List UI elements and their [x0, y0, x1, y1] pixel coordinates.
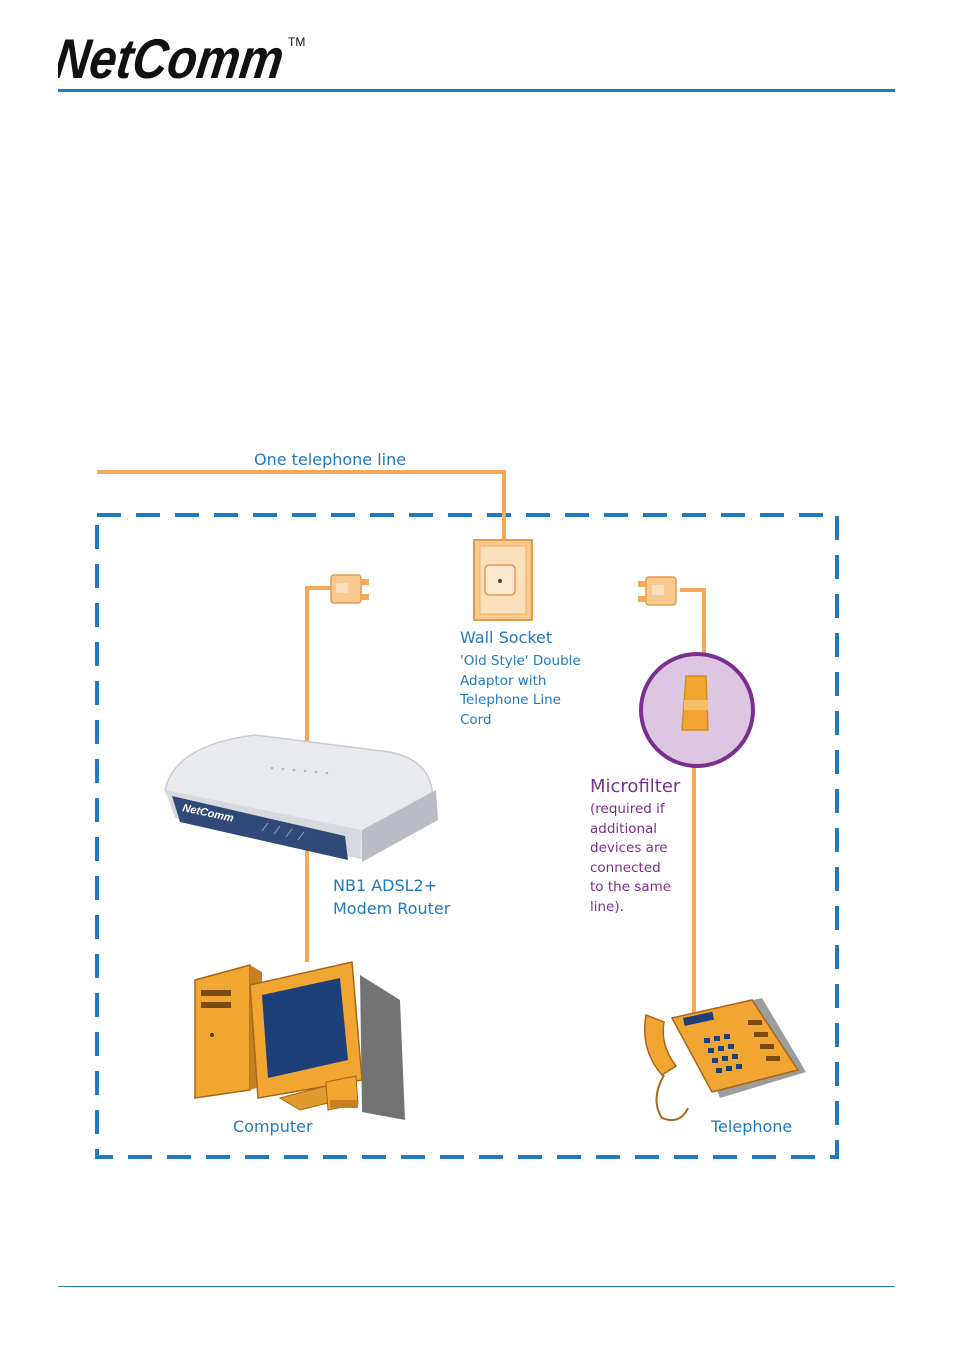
computer-icon — [195, 962, 405, 1120]
microfilter-icon — [641, 654, 753, 766]
wall-socket-note-line: 'Old Style' Double — [460, 652, 600, 672]
wall-socket-note-line: Cord — [460, 711, 600, 731]
modem-router-icon: NetComm — [165, 735, 438, 862]
router-line-cable — [307, 588, 333, 742]
router-label-line: NB1 ADSL2+ — [333, 874, 483, 897]
microfilter-note-line: line). — [590, 898, 700, 918]
computer-label: Computer — [233, 1117, 313, 1136]
wall-socket-note-line: Adaptor with — [460, 672, 600, 692]
phone-plug-icon — [638, 577, 676, 605]
wall-socket-icon — [474, 540, 532, 620]
telephone-line-cable — [97, 472, 504, 542]
wall-socket-note: 'Old Style' Double Adaptor with Telephon… — [460, 652, 600, 730]
wall-socket-title: Wall Socket — [460, 628, 552, 647]
microfilter-note-line: additional — [590, 820, 700, 840]
footer-rule — [58, 1286, 895, 1287]
telephone-icon — [645, 998, 806, 1120]
router-label: NB1 ADSL2+ Modem Router — [333, 874, 483, 920]
microfilter-note: (required if additional devices are conn… — [590, 800, 700, 917]
microfilter-note-line: to the same — [590, 878, 700, 898]
microfilter-note-line: devices are — [590, 839, 700, 859]
telephone-label: Telephone — [711, 1117, 792, 1136]
phone-plug-icon — [331, 575, 369, 603]
microfilter-note-line: (required if — [590, 800, 700, 820]
microfilter-title: Microfilter — [590, 776, 680, 797]
wall-socket-note-line: Telephone Line — [460, 691, 600, 711]
router-label-line: Modem Router — [333, 897, 483, 920]
telephone-line-label: One telephone line — [254, 450, 406, 469]
microfilter-note-line: connected — [590, 859, 700, 879]
